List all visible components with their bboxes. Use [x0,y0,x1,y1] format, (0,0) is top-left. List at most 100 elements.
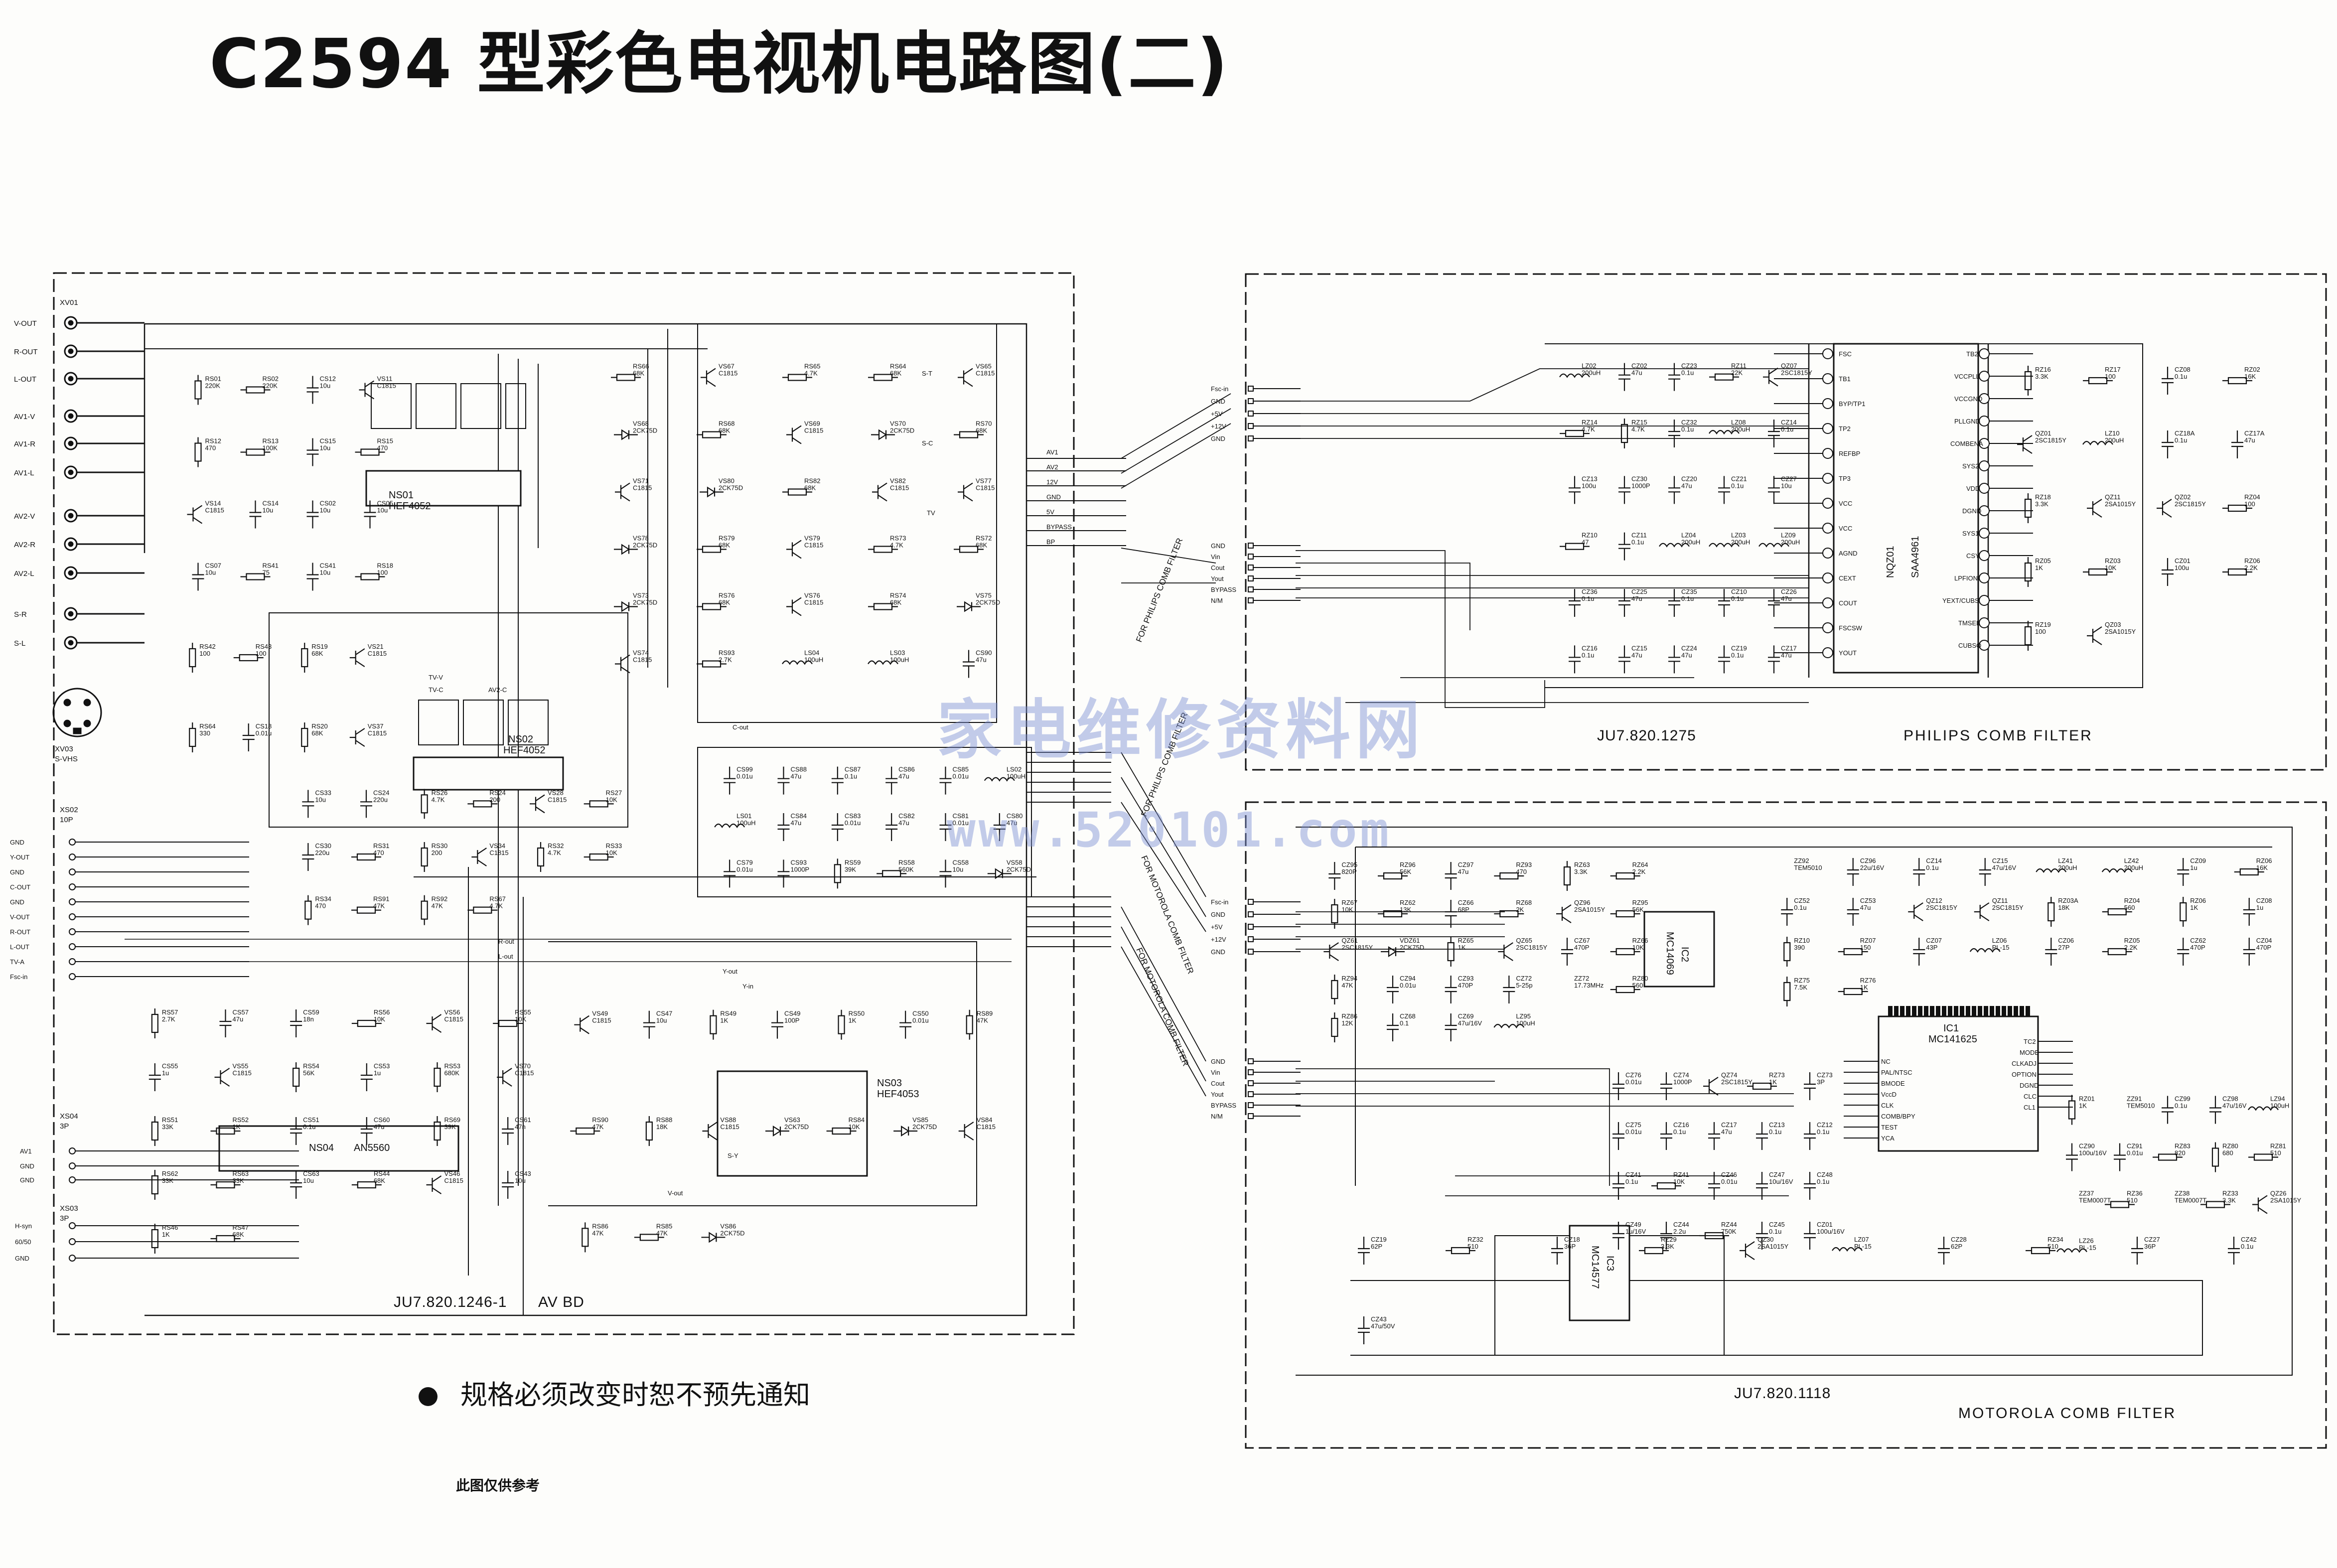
saa4961-pin-left [1774,348,1833,359]
resistor-symbol [868,603,898,610]
jack-s-l[interactable] [64,636,145,650]
jack-l-out[interactable] [64,372,145,386]
jack-av1-l[interactable] [64,465,145,479]
xs03-pin[interactable] [69,1255,299,1262]
philips-part-value: 100 [2105,373,2116,380]
net-label: GND [1046,493,1061,501]
xs04-pin[interactable] [69,1147,299,1154]
philips-conn-pin[interactable] [1248,586,1301,592]
av-part-ref: CS43 [515,1170,531,1177]
philips-part-value: 2.2K [2244,564,2258,571]
xs03-pin-label: H-syn [15,1222,32,1230]
moto-part-ref: ZZ72 [1574,975,1589,982]
philips-conn-pin[interactable] [1248,411,1301,417]
philips-conn-pin[interactable] [1248,575,1301,581]
moto-part-value: 47u [1458,868,1469,875]
mc141625-pin-top [1972,1006,1976,1017]
moto-conn-pin[interactable] [1248,1080,1301,1086]
xs04-pin-label: AV1 [20,1147,32,1155]
philips-conn-pin[interactable] [1248,565,1301,570]
resistor-symbol [2234,868,2264,876]
saa4961-pin-left [1774,548,1833,559]
philips-part-ref: CZ02 [1631,362,1647,370]
moto-part-value: 2SC1815Y [1992,904,2024,911]
xs02-pin[interactable] [69,854,249,860]
capacitor-symbol [2243,938,2255,966]
saa4961-ic-body [1833,343,1979,674]
xs02-pin[interactable] [69,943,249,950]
saa4961-pin-right [1979,640,2033,651]
xs02-pin[interactable] [69,973,249,980]
philips-conn-pin[interactable] [1248,423,1301,429]
philips-conn-pin[interactable] [1248,543,1301,549]
capacitor-symbol [1756,1222,1768,1250]
av-part-ref: RS92 [432,895,448,903]
av-part-value: C1815 [444,1015,463,1023]
jack-r-out[interactable] [64,344,145,358]
moto-part-value: 1K [1769,1078,1777,1086]
capacitor-symbol [302,790,314,818]
saa4961-pin-label: TP2 [1839,425,1851,432]
philips-part-value: 10K [2105,564,2116,571]
xs02-pin-label: TV-A [10,958,24,966]
xs04-pin[interactable] [69,1176,299,1183]
philips-conn-pin[interactable] [1248,386,1301,392]
moto-part-ref: RZ32 [1467,1236,1483,1243]
mc141625-pin-label: TEST [1881,1124,1898,1131]
xs02-pin-label: V-OUT [10,913,30,921]
xs02-pin[interactable] [69,958,249,965]
xs04-pin[interactable] [69,1162,299,1169]
moto-conn-pin[interactable] [1248,924,1301,930]
moto-conn-pin[interactable] [1248,1091,1301,1097]
xs02-pin[interactable] [69,883,249,890]
moto-conn-pin[interactable] [1248,1102,1301,1108]
moto-part-value: 56K [1632,906,1644,913]
xs03-pin[interactable] [69,1222,299,1229]
moto-part-ref: RZ83 [2175,1142,2191,1150]
moto-conn-pin[interactable] [1248,1113,1301,1119]
capacitor-symbol [1612,1072,1624,1100]
jack-v-out[interactable] [64,316,145,330]
saa4961-pin-right [1979,371,2033,382]
resistor-symbol [355,573,385,580]
philips-conn-pin[interactable] [1248,554,1301,560]
av-part-value: C1815 [368,729,387,737]
jack-s-r[interactable] [64,607,145,621]
moto-part-value: 0.01u [1721,1178,1738,1185]
xs02-pin[interactable] [69,839,249,846]
jack-av2-v[interactable] [64,509,145,523]
jack-av1-v[interactable] [64,409,145,423]
capacitor-symbol [306,376,319,404]
av-part-value: 47u [1007,819,1018,827]
capacitor-symbol [1618,363,1630,391]
xs02-pin[interactable] [69,898,249,905]
moto-conn-pin[interactable] [1248,936,1301,942]
moto-conn-pin[interactable] [1248,899,1301,905]
xs03-pin[interactable] [69,1238,299,1245]
av-part-ref: CS05 [377,500,394,507]
moto-conn-pin[interactable] [1248,1058,1301,1064]
xs02-pin[interactable] [69,928,249,935]
av-part-value: 1K [233,1123,241,1131]
resistor-symbol [351,853,381,861]
av-part-value: 18n [303,1015,314,1023]
moto-conn-pin[interactable] [1248,1069,1301,1075]
jack-av2-r[interactable] [64,537,145,551]
philips-conn-pin[interactable] [1248,398,1301,404]
philips-conn-pin[interactable] [1248,597,1301,603]
moto-part-value: 1u [2190,864,2197,871]
av-part-value: 4.7K [489,902,503,910]
jack-av1-r[interactable] [64,436,145,450]
moto-conn-pin[interactable] [1248,949,1301,955]
xs02-pin[interactable] [69,868,249,875]
philips-conn-pin[interactable] [1248,435,1301,441]
net-label: C-out [732,723,748,731]
moto-conn-pin[interactable] [1248,911,1301,917]
mc141625-ic-body [1878,1015,2039,1152]
transistor-symbol [426,1175,442,1194]
moto-conn-pin-label: Yout [1211,1091,1224,1098]
xs02-pin[interactable] [69,913,249,920]
resistor-symbol [2047,897,2055,927]
moto-part-value: 0.01u [2127,1149,2143,1157]
jack-av2-l[interactable] [64,566,145,580]
